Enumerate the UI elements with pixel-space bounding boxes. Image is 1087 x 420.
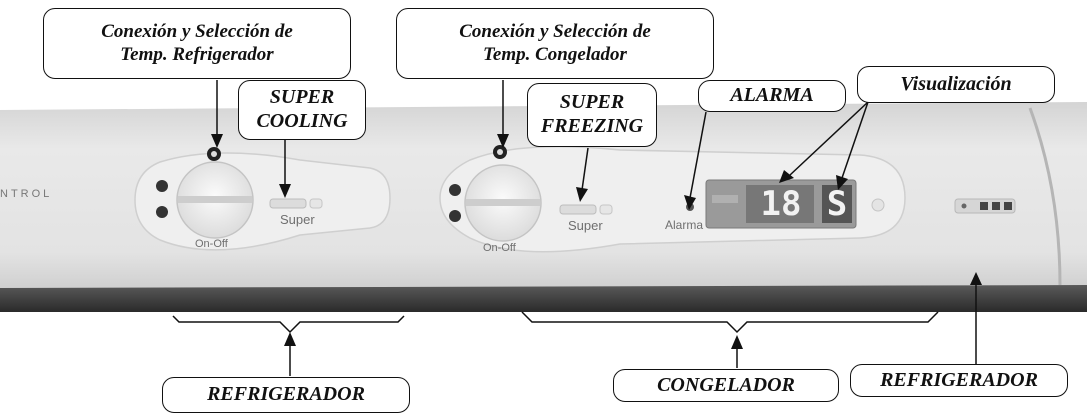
super-freezing-label: Super (568, 218, 603, 233)
refrigerador-right-callout: REFRIGERADOR (850, 364, 1068, 397)
freezer-knob-label: On-Off (483, 242, 516, 254)
panel-brand-text: NTROL (0, 188, 53, 200)
freezer-control-line2: Temp. Congelador (483, 43, 627, 65)
display-mode: S (826, 184, 848, 224)
visualizacion-callout: Visualización (857, 66, 1055, 103)
mode-digit-box (822, 185, 852, 223)
super-cooling-line2: COOLING (256, 110, 348, 132)
super-cooling-button[interactable] (269, 198, 307, 209)
callout-arrows (216, 80, 977, 376)
super-cooling-line1: SUPER (269, 86, 335, 109)
panel-right-seam (1028, 107, 1062, 286)
fridge-knob-label: On-Off (195, 238, 228, 250)
fridge-control-line2: Temp. Refrigerador (120, 43, 274, 65)
alarma-callout: ALARMA (698, 80, 846, 112)
freezer-led-top (449, 184, 461, 196)
display-temperature: 18 (760, 184, 802, 224)
fridge-led-top (156, 180, 168, 192)
refrigerador-left-text: REFRIGERADOR (207, 383, 365, 406)
freezer-led-bottom (449, 210, 461, 222)
refrigerador-left-callout: REFRIGERADOR (162, 377, 410, 413)
super-cooling-label: Super (280, 212, 315, 227)
refrigerador-right-text: REFRIGERADOR (880, 368, 1038, 391)
fridge-knob-grip (178, 196, 252, 203)
temp-digits-box (746, 185, 814, 223)
fridge-control-line1: Conexión y Selección de (101, 21, 293, 43)
freezer-control-line1: Conexión y Selección de (459, 21, 651, 43)
arrow-heads (211, 134, 982, 349)
visualizacion-text: Visualización (900, 72, 1012, 95)
super-freezing-line2: FREEZING (540, 115, 644, 137)
super-freezing-button[interactable] (559, 204, 597, 215)
congelador-callout: CONGELADOR (613, 369, 839, 402)
panel-bottom-edge (0, 285, 1087, 312)
congelador-text: CONGELADOR (657, 373, 795, 396)
congelador-bracket (521, 311, 939, 334)
super-freezing-line1: SUPER (559, 91, 625, 114)
alarma-text: ALARMA (730, 84, 814, 107)
alarm-label: Alarma (665, 218, 704, 232)
display-button[interactable] (871, 198, 885, 212)
freezer-knob-grip (466, 199, 540, 206)
refrigerador-bracket (172, 315, 405, 334)
fridge-led-bottom (156, 206, 168, 218)
